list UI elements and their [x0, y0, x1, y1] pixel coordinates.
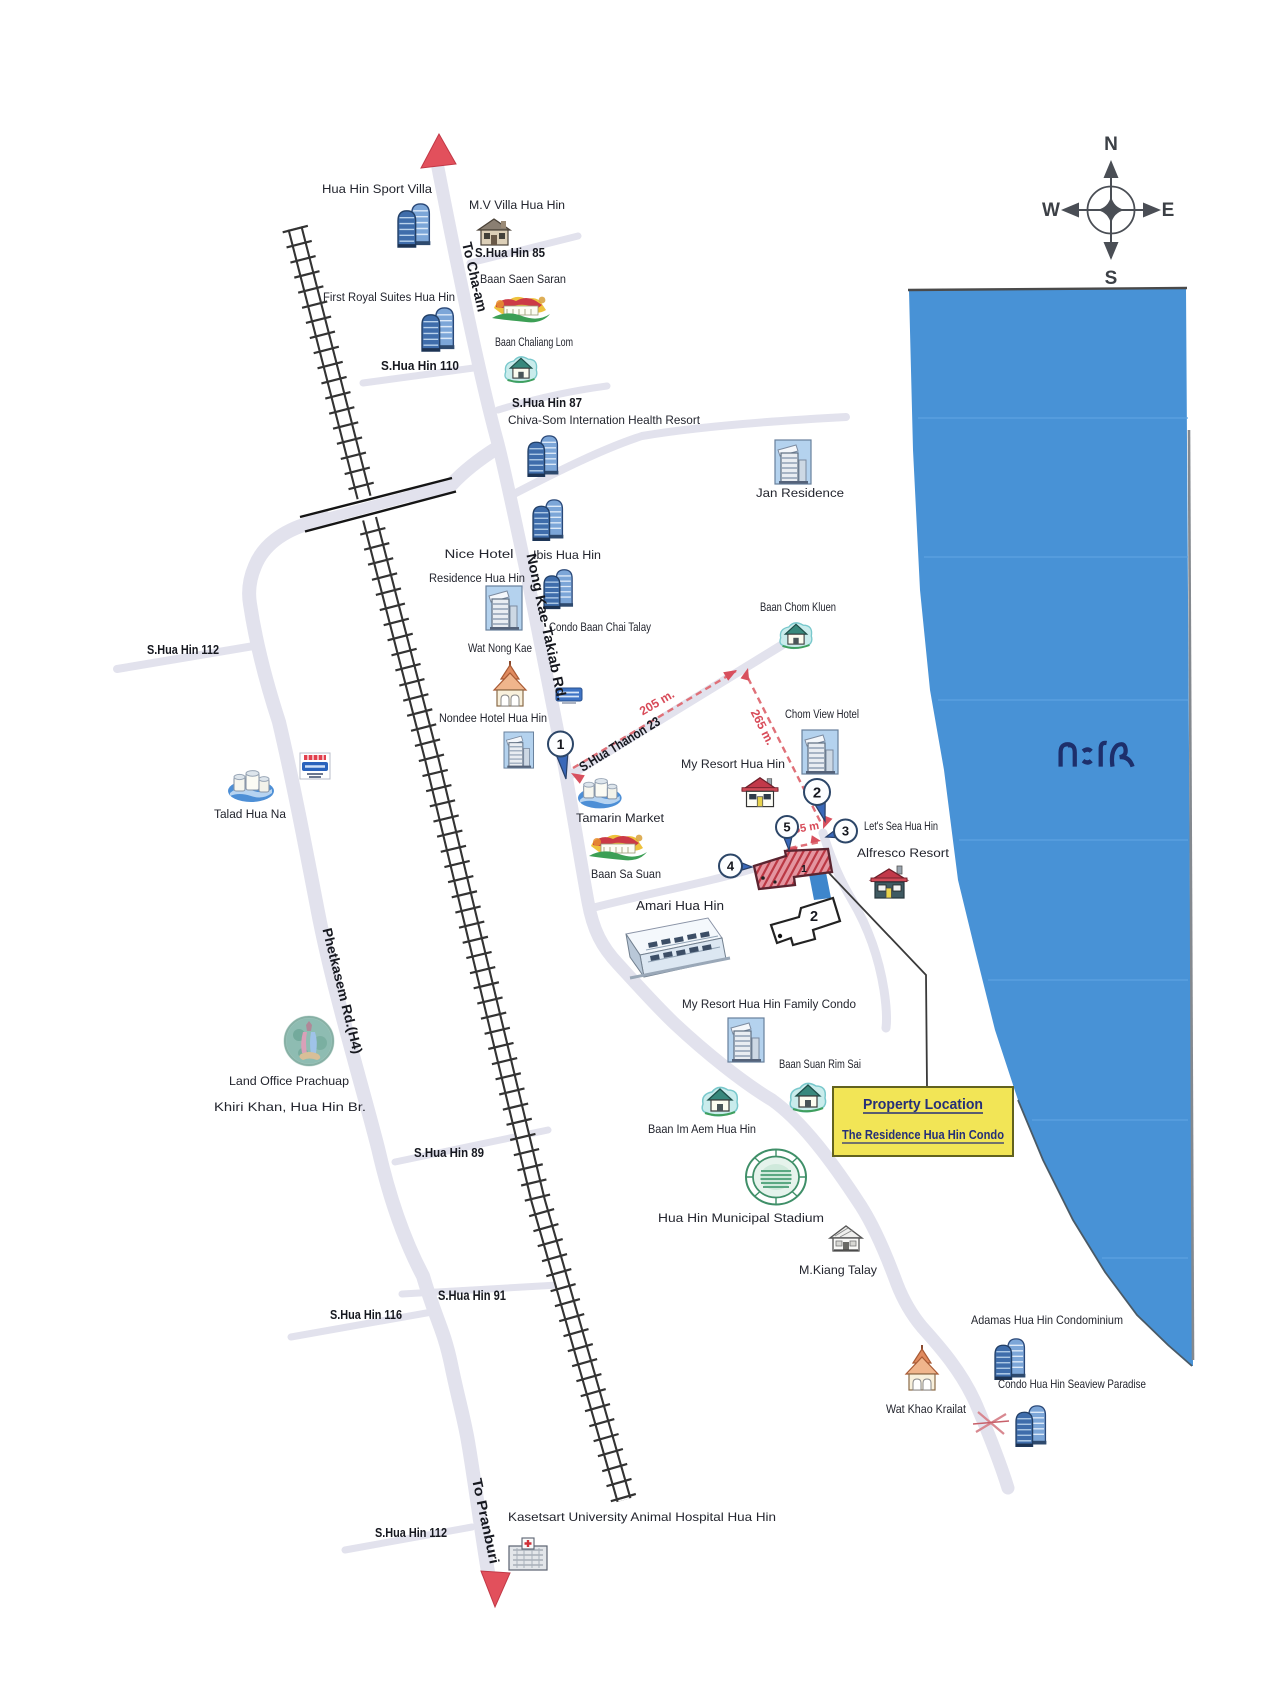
- svg-text:First Royal Suites Hua Hin: First Royal Suites Hua Hin: [323, 290, 455, 304]
- svg-text:S: S: [1105, 268, 1118, 289]
- svg-text:N: N: [1104, 134, 1118, 155]
- svg-text:Nondee Hotel Hua Hin: Nondee Hotel Hua Hin: [439, 711, 547, 725]
- svg-text:65 m: 65 m: [793, 820, 820, 836]
- svg-text:M.V Villa Hua Hin: M.V Villa Hua Hin: [469, 198, 565, 212]
- svg-text:5: 5: [783, 820, 790, 835]
- svg-text:2: 2: [810, 909, 818, 925]
- svg-text:Adamas Hua Hin Condominium: Adamas Hua Hin Condominium: [971, 1313, 1123, 1327]
- svg-text:Condo Hua Hin Seaview Paradise: Condo Hua Hin Seaview Paradise: [998, 1377, 1146, 1391]
- svg-text:Jan Residence: Jan Residence: [756, 486, 844, 500]
- svg-text:Tamarin Market: Tamarin Market: [576, 811, 665, 825]
- svg-text:Kasetsart University Animal Ho: Kasetsart University Animal Hospital Hua…: [508, 1510, 776, 1524]
- svg-text:My Resort Hua Hin Family Condo: My Resort Hua Hin Family Condo: [682, 997, 856, 1011]
- svg-text:M.Kiang Talay: M.Kiang Talay: [799, 1263, 878, 1277]
- svg-text:Baan Chaliang Lom: Baan Chaliang Lom: [495, 335, 573, 349]
- svg-text:Baan Chom Kluen: Baan Chom Kluen: [760, 600, 836, 614]
- svg-text:S.Hua Hin 89: S.Hua Hin 89: [414, 1145, 484, 1160]
- svg-text:Hua Hin Municipal Stadium: Hua Hin Municipal Stadium: [658, 1211, 824, 1225]
- svg-text:1: 1: [557, 736, 565, 752]
- svg-text:S.Hua Hin 116: S.Hua Hin 116: [330, 1307, 402, 1322]
- svg-text:S.Hua Hin 112: S.Hua Hin 112: [147, 642, 219, 657]
- svg-text:Baan Suan Rim Sai: Baan Suan Rim Sai: [779, 1057, 861, 1071]
- svg-text:Chom View Hotel: Chom View Hotel: [785, 707, 859, 721]
- svg-text:Ibis Hua Hin: Ibis Hua Hin: [533, 548, 601, 562]
- svg-text:Baan Sa Suan: Baan Sa Suan: [591, 867, 661, 881]
- svg-text:Nice Hotel: Nice Hotel: [445, 547, 514, 561]
- svg-text:The Residence Hua Hin Condo: The Residence Hua Hin Condo: [842, 1128, 1004, 1142]
- svg-text:Wat Khao Krailat: Wat Khao Krailat: [886, 1402, 967, 1416]
- svg-text:S.Hua Hin 85: S.Hua Hin 85: [475, 245, 545, 260]
- svg-text:Residence Hua Hin: Residence Hua Hin: [429, 571, 525, 585]
- svg-text:Chiva-Som Internation Health R: Chiva-Som Internation Health Resort: [508, 413, 701, 427]
- svg-text:Wat Nong Kae: Wat Nong Kae: [468, 641, 532, 655]
- svg-text:S.Hua Hin 110: S.Hua Hin 110: [381, 358, 459, 373]
- svg-text:My Resort Hua Hin: My Resort Hua Hin: [681, 757, 785, 771]
- svg-text:E: E: [1162, 200, 1175, 221]
- svg-text:W: W: [1042, 200, 1060, 221]
- svg-text:Hua Hin Sport Villa: Hua Hin Sport Villa: [322, 182, 432, 196]
- svg-text:Let's Sea Hua Hin: Let's Sea Hua Hin: [864, 819, 938, 833]
- svg-text:3: 3: [842, 824, 849, 839]
- svg-text:Property Location: Property Location: [863, 1096, 983, 1113]
- svg-text:S.Hua Hin 87: S.Hua Hin 87: [512, 395, 582, 410]
- svg-text:Amari Hua Hin: Amari Hua Hin: [636, 898, 724, 913]
- svg-text:Alfresco Resort: Alfresco Resort: [857, 846, 950, 860]
- svg-text:2: 2: [813, 784, 821, 801]
- svg-text:4: 4: [727, 859, 735, 874]
- svg-text:Condo Baan Chai Talay: Condo Baan Chai Talay: [549, 620, 652, 634]
- svg-text:Talad Hua Na: Talad Hua Na: [214, 807, 286, 821]
- svg-text:S.Hua Hin 91: S.Hua Hin 91: [438, 1288, 506, 1303]
- svg-text:1: 1: [801, 863, 807, 875]
- svg-text:Land Office Prachuap: Land Office Prachuap: [229, 1074, 349, 1088]
- svg-text:Baan Saen Saran: Baan Saen Saran: [480, 272, 566, 286]
- svg-text:Baan Im Aem Hua Hin: Baan Im Aem Hua Hin: [648, 1122, 756, 1136]
- svg-text:Khiri Khan, Hua Hin Br.: Khiri Khan, Hua Hin Br.: [214, 1100, 366, 1114]
- svg-text:S.Hua Hin 112: S.Hua Hin 112: [375, 1525, 447, 1540]
